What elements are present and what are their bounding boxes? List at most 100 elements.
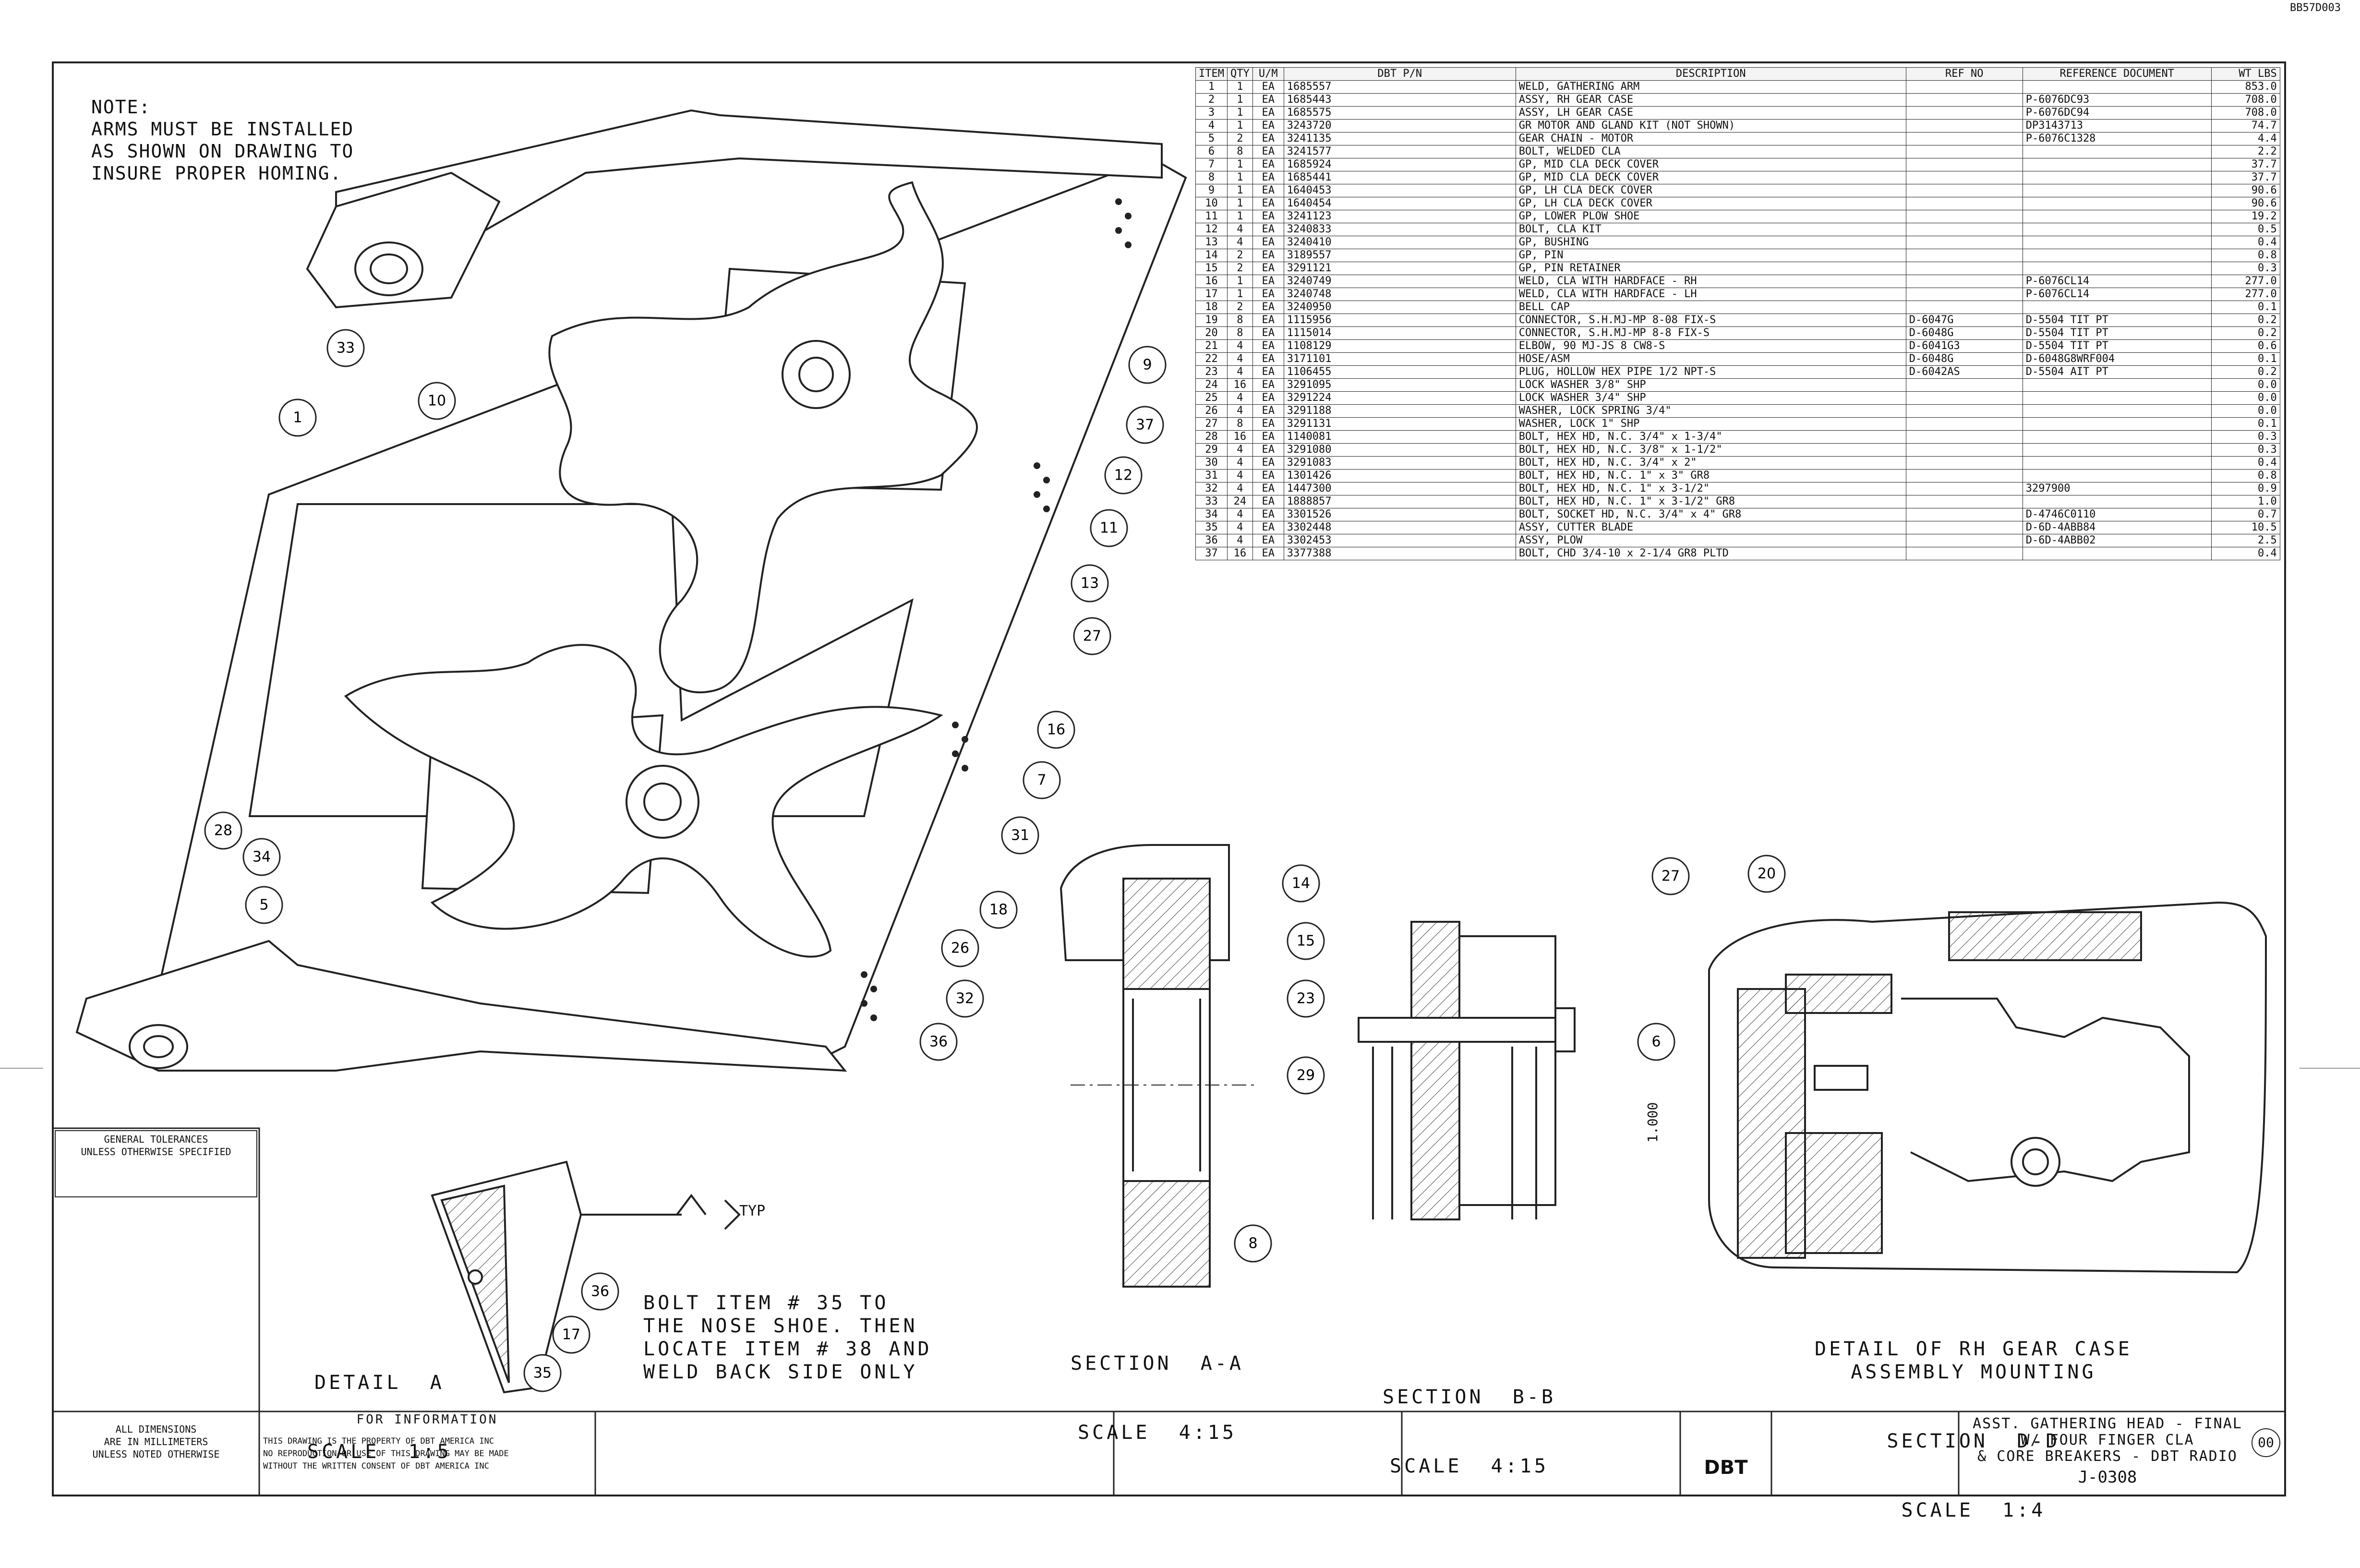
bom-cell-item: 4 (1195, 119, 1228, 133)
bom-cell-reference-document: D-5504 TIT PT (2022, 314, 2212, 327)
bom-cell-reference-document (2022, 171, 2212, 184)
bom-cell-item: 30 (1195, 456, 1228, 470)
all-dimensions-note: ALL DIMENSIONS ARE IN MILLIMETERS UNLESS… (92, 1423, 220, 1460)
bom-cell-item: 33 (1195, 495, 1228, 508)
bom-cell-item: 35 (1195, 521, 1228, 534)
bom-cell-reference-document (2022, 184, 2212, 197)
bom-cell-part-number: 3301526 (1283, 508, 1516, 521)
bom-cell-part-number: 3302448 (1283, 521, 1516, 534)
bom-cell-description: LOCK WASHER 3/4" SHP (1515, 391, 1906, 405)
bom-cell-description: WASHER, LOCK 1" SHP (1515, 417, 1906, 431)
balloon-callout: 16 (1037, 711, 1075, 749)
bom-cell-um: EA (1252, 80, 1284, 94)
bom-cell-weight: 0.4 (2211, 456, 2280, 470)
bom-cell-part-number: 3377388 (1283, 547, 1516, 560)
bom-cell-weight: 74.7 (2211, 119, 2280, 133)
bom-cell-reference-document: D-6048G8WRF004 (2022, 352, 2212, 366)
bom-cell-ref-no (1905, 521, 2023, 534)
bom-cell-ref-no (1905, 184, 2023, 197)
bom-cell-qty: 16 (1227, 547, 1253, 560)
bom-cell-reference-document: D-5504 TIT PT (2022, 339, 2212, 353)
bom-cell-part-number: 1115956 (1283, 314, 1516, 327)
bom-cell-description: HOSE/ASM (1515, 352, 1906, 366)
bom-cell-ref-no: D-6048G (1905, 326, 2023, 340)
bolt-note: BOLT ITEM # 35 TO THE NOSE SHOE. THEN LO… (643, 1292, 932, 1383)
balloon-number: 18 (989, 902, 1008, 918)
balloon-callout: 35 (523, 1354, 562, 1392)
bom-cell-reference-document (2022, 404, 2212, 418)
balloon-number: 10 (428, 393, 446, 410)
bom-col-weight: WT LBS (2211, 67, 2280, 81)
bom-cell-um: EA (1252, 275, 1284, 288)
bom-cell-weight: 0.3 (2211, 262, 2280, 275)
bom-cell-item: 2 (1195, 93, 1228, 107)
bom-cell-item: 6 (1195, 145, 1228, 158)
bom-cell-ref-no (1905, 249, 2023, 262)
bom-cell-item: 16 (1195, 275, 1228, 288)
balloon-callout: 15 (1287, 922, 1325, 960)
bom-cell-description: GP, BUSHING (1515, 236, 1906, 249)
bom-cell-part-number: 1447300 (1283, 482, 1516, 495)
bom-cell-um: EA (1252, 508, 1284, 521)
balloon-number: 17 (562, 1327, 580, 1343)
balloon-number: 36 (929, 1034, 948, 1050)
bom-cell-description: GP, LH CLA DECK COVER (1515, 197, 1906, 210)
bom-cell-part-number: 3240833 (1283, 223, 1516, 236)
balloon-number: 11 (1100, 520, 1118, 537)
dimension-label: 1.000 (1645, 1102, 1661, 1143)
bom-cell-um: EA (1252, 521, 1284, 534)
balloon-number: 32 (956, 990, 974, 1007)
bom-cell-item: 34 (1195, 508, 1228, 521)
bom-cell-um: EA (1252, 430, 1284, 444)
bom-cell-um: EA (1252, 391, 1284, 405)
bom-cell-um: EA (1252, 236, 1284, 249)
bom-cell-qty: 2 (1227, 132, 1253, 145)
balloon-number: 28 (214, 822, 232, 839)
bom-cell-description: LOCK WASHER 3/8" SHP (1515, 378, 1906, 392)
bom-cell-ref-no: D-6041G3 (1905, 339, 2023, 353)
section-aa-title: SECTION A-A (1071, 1352, 1244, 1375)
bom-cell-part-number: 1685924 (1283, 158, 1516, 171)
balloon-number: 36 (591, 1283, 609, 1300)
bom-cell-qty: 4 (1227, 534, 1253, 547)
balloon-number: 23 (1297, 990, 1315, 1007)
assembly-note: NOTE: ARMS MUST BE INSTALLED AS SHOWN ON… (91, 96, 354, 184)
bom-cell-weight: 0.4 (2211, 547, 2280, 560)
bom-cell-um: EA (1252, 495, 1284, 508)
balloon-number: 14 (1292, 875, 1310, 892)
bom-cell-weight: 277.0 (2211, 275, 2280, 288)
bom-cell-item: 19 (1195, 314, 1228, 327)
balloon-callout: 11 (1090, 509, 1128, 547)
drawing-sheet: BB57D003 (0, 2, 2360, 1521)
bom-cell-qty: 4 (1227, 469, 1253, 482)
bom-cell-um: EA (1252, 378, 1284, 392)
bom-cell-weight: 708.0 (2211, 93, 2280, 107)
bom-cell-ref-no (1905, 132, 2023, 145)
bom-cell-ref-no (1905, 469, 2023, 482)
balloon-callout: 9 (1128, 346, 1167, 384)
bom-cell-um: EA (1252, 249, 1284, 262)
balloon-callout: 27 (1651, 857, 1690, 895)
bom-cell-ref-no (1905, 80, 2023, 94)
bom-cell-part-number: 3291131 (1283, 417, 1516, 431)
bom-cell-reference-document: D-6D-4ABB84 (2022, 521, 2212, 534)
balloon-number: 15 (1297, 933, 1315, 950)
bom-cell-description: GEAR CHAIN - MOTOR (1515, 132, 1906, 145)
bom-cell-part-number: 1115014 (1283, 326, 1516, 340)
bom-cell-part-number: 3302453 (1283, 534, 1516, 547)
balloon-number: 9 (1143, 357, 1152, 374)
bom-cell-description: WELD, GATHERING ARM (1515, 80, 1906, 94)
bom-cell-qty: 1 (1227, 80, 1253, 94)
bom-cell-um: EA (1252, 417, 1284, 431)
bom-cell-um: EA (1252, 145, 1284, 158)
drawing-artwork: 3310193712111327167311826323652834814152… (0, 61, 2360, 1496)
bom-cell-weight: 0.0 (2211, 378, 2280, 392)
